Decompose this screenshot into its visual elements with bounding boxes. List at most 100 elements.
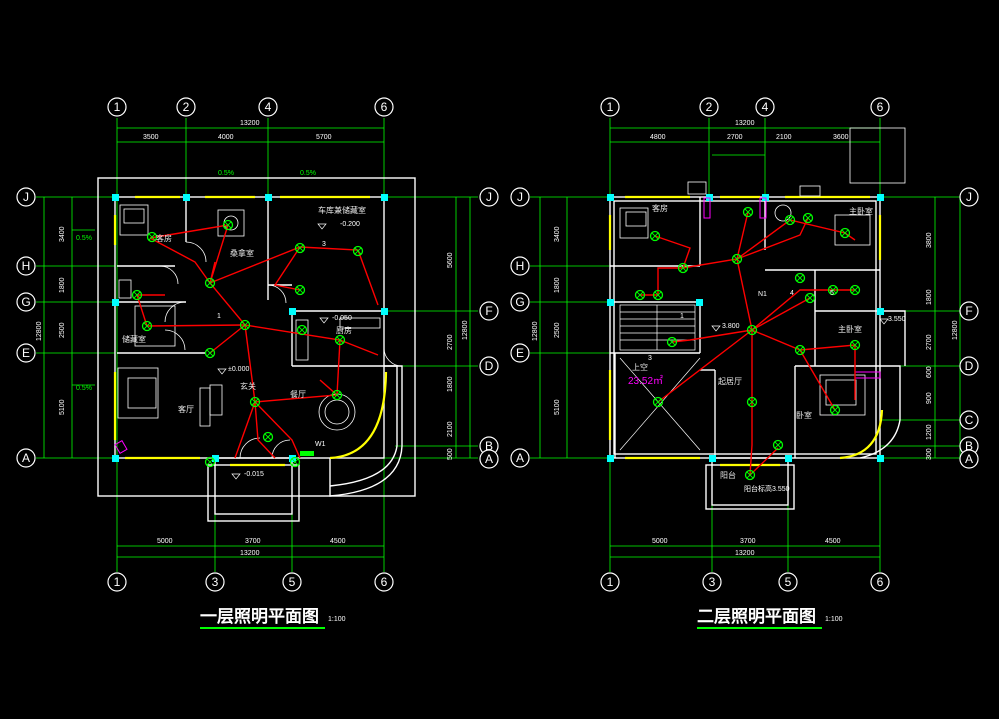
dim-text: 2500 — [59, 322, 66, 338]
grid-label: A — [516, 451, 524, 465]
plan1-grid-bubbles: 1 2 4 6 1 3 5 6 J H G E A J F D B A — [16, 97, 499, 592]
lamp-icon — [804, 292, 816, 304]
grid-label: J — [23, 190, 29, 204]
grid-label: E — [516, 346, 524, 360]
grid-label: 5 — [289, 575, 296, 589]
grid-label: G — [515, 295, 524, 309]
grid-label: 2 — [183, 100, 190, 114]
plan1-axes — [36, 118, 478, 572]
dim-text: 3500 — [143, 134, 159, 141]
room-label: 阳台 — [720, 470, 736, 480]
lamp-icon — [204, 347, 216, 359]
plan-2: 1 2 4 6 1 3 5 6 J H G E A J F D C B A 13… — [114, 97, 979, 629]
plan1-wiring — [136, 224, 379, 459]
grid-label: 1 — [114, 100, 121, 114]
plan1-room-labels: 客房 桑拿室 车库兼储藏室 储藏室 厨房 客厅 玄关 餐厅 — [122, 205, 366, 414]
dim-text: 3400 — [554, 226, 561, 242]
plan1-furniture — [117, 204, 381, 431]
grid-label: F — [485, 304, 492, 318]
dim-text: 4500 — [825, 538, 841, 545]
dim-text: 1800 — [447, 376, 454, 392]
plan2-stair — [619, 304, 696, 351]
plan-1: 1 2 4 6 1 3 5 6 J H G E A J F D B A 1320… — [16, 97, 499, 629]
grid-label: 4 — [265, 100, 272, 114]
slope-label: 0.5% — [76, 235, 92, 242]
grid-label: 6 — [381, 100, 388, 114]
room-label: 起居厅 — [718, 377, 742, 386]
callout-label: 4 — [790, 290, 794, 297]
level-label: -0.050 — [332, 315, 352, 322]
grid-label: H — [22, 259, 31, 273]
plan1-windows — [113, 195, 388, 467]
dim-text: 3700 — [740, 538, 756, 545]
plan2-annotations: 3.800 3.550 23.52㎡ N1 4 5 3 1 阳台标高3.550 — [628, 290, 906, 493]
grid-label: J — [517, 190, 523, 204]
plan2-windows — [608, 195, 884, 467]
room-label: 储藏室 — [122, 334, 146, 344]
dim-text: 2700 — [926, 334, 933, 350]
drawing-scale: 1:100 — [825, 616, 843, 623]
lamp-icon — [296, 324, 308, 336]
lamp-icon — [794, 272, 806, 284]
dim-text: 2100 — [776, 134, 792, 141]
grid-label: 4 — [762, 100, 769, 114]
grid-label: 3 — [709, 575, 716, 589]
dim-text: 12800 — [36, 321, 43, 341]
room-label: 桑拿室 — [230, 248, 254, 258]
lamp-icon — [204, 277, 216, 289]
plan2-room-labels: 客房 主卧室 主卧室 卧室 上空 起居厅 阳台 — [632, 203, 873, 480]
grid-label: B — [485, 439, 493, 453]
lamp-icon — [802, 212, 814, 224]
lamp-icon — [742, 206, 754, 218]
grid-label: 5 — [785, 575, 792, 589]
callout-label: 1 — [680, 313, 684, 320]
plan1-walls — [97, 177, 416, 522]
plan2-lamps — [634, 206, 861, 481]
room-label: 主卧室 — [838, 324, 862, 334]
room-label: 客厅 — [178, 404, 194, 414]
callout-label: N1 — [758, 291, 767, 298]
room-label: 车库兼储藏室 — [318, 205, 366, 215]
dim-text: 13200 — [240, 120, 260, 127]
plan2-wiring — [640, 211, 856, 477]
grid-label: D — [965, 359, 974, 373]
dim-text: 13200 — [735, 550, 755, 557]
dim-text: 13200 — [735, 120, 755, 127]
plan1-title: 一层照明平面图 1:100 — [200, 607, 346, 629]
dim-text: 1800 — [554, 277, 561, 293]
lamp-icon — [262, 431, 274, 443]
room-label: 卧室 — [796, 410, 812, 420]
slope-label: 0.5% — [300, 170, 316, 177]
lamp-icon — [652, 396, 664, 408]
drawing-title: 二层照明平面图 — [697, 607, 816, 627]
room-label: 客房 — [652, 203, 668, 213]
level-label: 3.800 — [722, 323, 740, 330]
callout-label: 1 — [217, 313, 221, 320]
plan1-annotations: 0.5% 0.5% 0.5% 0.5% -0.200 -0.050 ±0.000… — [76, 170, 360, 480]
grid-label: G — [21, 295, 30, 309]
dim-text: 3700 — [245, 538, 261, 545]
dim-text: 2500 — [554, 322, 561, 338]
plan2-title: 二层照明平面图 1:100 — [697, 607, 843, 629]
grid-label: 1 — [114, 575, 121, 589]
room-label: 客房 — [156, 233, 172, 243]
grid-label: H — [516, 259, 525, 273]
room-label: 上空 — [632, 362, 648, 372]
dim-text: 1200 — [926, 424, 933, 440]
room-label: 主卧室 — [849, 206, 873, 216]
drawing-title: 一层照明平面图 — [200, 607, 319, 627]
plan2-grid-bubbles: 1 2 4 6 1 3 5 6 J H G E A J F D C B A — [510, 97, 979, 592]
dim-text: 13200 — [240, 550, 260, 557]
grid-label: 6 — [877, 575, 884, 589]
grid-label: C — [965, 413, 974, 427]
dim-text: 2700 — [727, 134, 743, 141]
dim-text: 5700 — [316, 134, 332, 141]
level-label: ±0.000 — [228, 366, 249, 373]
dim-text: 3800 — [926, 232, 933, 248]
dim-text: 5600 — [447, 252, 454, 268]
room-label: 餐厅 — [290, 390, 306, 399]
dim-text: 4800 — [650, 134, 666, 141]
lamp-icon — [649, 230, 661, 242]
grid-label: 1 — [607, 100, 614, 114]
